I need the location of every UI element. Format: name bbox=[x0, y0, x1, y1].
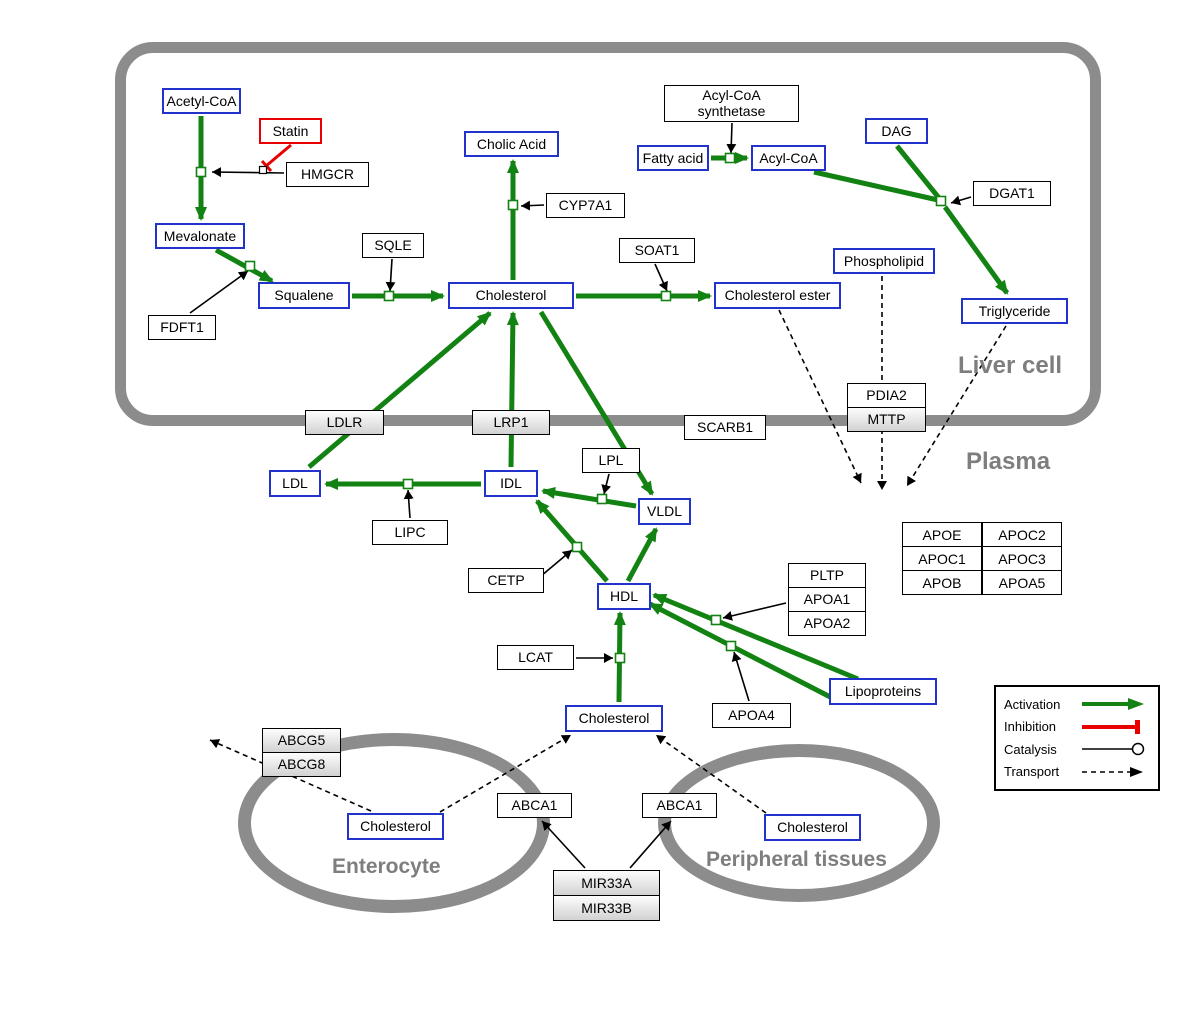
legend: Activation Inhibition Catalysis Transpor… bbox=[994, 685, 1160, 791]
catalysis-apoa4 bbox=[731, 651, 750, 702]
node-abcg8[interactable]: ABCG8 bbox=[262, 752, 341, 777]
node-apoa4[interactable]: APOA4 bbox=[712, 703, 791, 728]
node-scarb1[interactable]: SCARB1 bbox=[684, 415, 766, 440]
node-acyl-coa[interactable]: Acyl-CoA bbox=[751, 145, 826, 171]
node-ldlr[interactable]: LDLR bbox=[305, 410, 384, 435]
node-acetyl-coa[interactable]: Acetyl-CoA bbox=[162, 88, 241, 114]
node-apoc1[interactable]: APOC1 bbox=[902, 546, 982, 571]
legend-transport: Transport bbox=[1004, 762, 1150, 782]
complex-mir33a-mir33b: MIR33A MIR33B bbox=[553, 870, 660, 921]
complex-pltp-apoa1-apoa2: PLTP APOA1 APOA2 bbox=[788, 563, 866, 636]
node-apob[interactable]: APOB bbox=[902, 570, 982, 595]
legend-activation-label: Activation bbox=[1004, 696, 1061, 712]
node-cholesterol-peripheral[interactable]: Cholesterol bbox=[764, 814, 861, 841]
apolipoprotein-table: APOE APOC2 APOC1 APOC3 APOB APOA5 bbox=[902, 522, 1063, 595]
liver-cell-membrane bbox=[115, 42, 1101, 426]
complex-abcg5-abcg8: ABCG5 ABCG8 bbox=[262, 728, 341, 777]
anchor-cetp bbox=[571, 541, 583, 553]
node-pdia2[interactable]: PDIA2 bbox=[847, 383, 926, 408]
node-hmgcr[interactable]: HMGCR bbox=[286, 162, 369, 187]
node-apoc3[interactable]: APOC3 bbox=[982, 546, 1062, 571]
node-apoa2[interactable]: APOA2 bbox=[788, 611, 866, 636]
node-apoe[interactable]: APOE bbox=[902, 522, 982, 547]
node-cetp[interactable]: CETP bbox=[468, 568, 544, 593]
node-apoc2[interactable]: APOC2 bbox=[982, 522, 1062, 547]
catalysis-lpl bbox=[601, 473, 612, 495]
complex-pdia2-mttp: PDIA2 MTTP bbox=[847, 383, 926, 432]
catalysis-lipc bbox=[403, 489, 414, 519]
anchor-lcat bbox=[614, 652, 626, 664]
node-cholesterol-enterocyte[interactable]: Cholesterol bbox=[347, 813, 444, 840]
node-mevalonate[interactable]: Mevalonate bbox=[155, 223, 245, 249]
edge-hdl-vldl bbox=[625, 527, 659, 583]
node-lcat[interactable]: LCAT bbox=[497, 645, 574, 670]
anchor-lpl bbox=[596, 493, 608, 505]
node-dgat1[interactable]: DGAT1 bbox=[973, 181, 1051, 206]
enterocyte-label: Enterocyte bbox=[332, 855, 441, 878]
node-abcg5[interactable]: ABCG5 bbox=[262, 728, 341, 753]
anchor-apoa4 bbox=[725, 640, 737, 652]
node-soat1[interactable]: SOAT1 bbox=[619, 238, 695, 263]
node-apoa5[interactable]: APOA5 bbox=[982, 570, 1062, 595]
node-vldl[interactable]: VLDL bbox=[638, 498, 691, 525]
node-triglyceride[interactable]: Triglyceride bbox=[961, 298, 1068, 324]
acs-line2: synthetase bbox=[697, 102, 766, 119]
node-lpl[interactable]: LPL bbox=[582, 448, 640, 473]
plasma-label: Plasma bbox=[966, 448, 1051, 475]
node-cholesterol-plasma[interactable]: Cholesterol bbox=[565, 705, 663, 732]
legend-activation: Activation bbox=[1004, 694, 1150, 714]
legend-inhibition-label: Inhibition bbox=[1004, 719, 1057, 735]
node-mttp[interactable]: MTTP bbox=[847, 407, 926, 432]
catalysis-cetp bbox=[540, 549, 573, 577]
anchor-lipc bbox=[402, 478, 414, 490]
acs-line1: Acyl-CoA bbox=[702, 87, 761, 104]
node-abca1-peripheral[interactable]: ABCA1 bbox=[642, 793, 717, 818]
anchor-apoa-stack bbox=[710, 614, 722, 626]
node-lipc[interactable]: LIPC bbox=[372, 520, 448, 545]
catalysis-apoa-stack bbox=[722, 602, 787, 621]
legend-transport-label: Transport bbox=[1004, 764, 1060, 780]
liver-cell-label: Liver cell bbox=[958, 352, 1063, 379]
node-statin[interactable]: Statin bbox=[259, 118, 322, 144]
node-sqle[interactable]: SQLE bbox=[362, 233, 424, 258]
activation-arrow-icon bbox=[1082, 698, 1144, 710]
legend-catalysis: Catalysis bbox=[1004, 739, 1150, 759]
legend-inhibition: Inhibition bbox=[1004, 717, 1150, 737]
node-dag[interactable]: DAG bbox=[865, 118, 928, 144]
edge-cholesterolplasma-hdl bbox=[613, 611, 626, 703]
peripheral-tissues-label: Peripheral tissues bbox=[706, 848, 887, 871]
catalysis-circle-icon bbox=[1082, 743, 1145, 756]
node-hdl[interactable]: HDL bbox=[597, 583, 651, 610]
node-phospholipid[interactable]: Phospholipid bbox=[833, 248, 935, 274]
edge-hdl-idl-cetp bbox=[535, 499, 609, 583]
node-acyl-coa-synthetase[interactable]: Acyl-CoA synthetase bbox=[664, 85, 799, 122]
edge-vldl-idl bbox=[541, 486, 637, 509]
inhibition-tbar-icon bbox=[1082, 719, 1140, 734]
node-mir33b[interactable]: MIR33B bbox=[553, 895, 660, 921]
node-idl[interactable]: IDL bbox=[484, 470, 538, 497]
node-fdft1[interactable]: FDFT1 bbox=[148, 315, 216, 340]
node-apoa1[interactable]: APOA1 bbox=[788, 587, 866, 612]
node-abca1-enterocyte[interactable]: ABCA1 bbox=[497, 793, 572, 818]
node-squalene[interactable]: Squalene bbox=[258, 282, 350, 309]
node-fatty-acid[interactable]: Fatty acid bbox=[637, 145, 709, 171]
node-cholic-acid[interactable]: Cholic Acid bbox=[464, 131, 559, 157]
node-lrp1[interactable]: LRP1 bbox=[472, 410, 550, 435]
node-cholesterol-liver[interactable]: Cholesterol bbox=[448, 282, 574, 309]
node-mir33a[interactable]: MIR33A bbox=[553, 870, 660, 896]
node-cholesterol-ester[interactable]: Cholesterol ester bbox=[714, 282, 841, 309]
node-lipoproteins[interactable]: Lipoproteins bbox=[829, 678, 937, 705]
transport-dashed-arrow-icon bbox=[1082, 766, 1143, 777]
node-pltp[interactable]: PLTP bbox=[788, 563, 866, 588]
legend-catalysis-label: Catalysis bbox=[1004, 741, 1057, 757]
node-ldl[interactable]: LDL bbox=[269, 470, 321, 497]
node-cyp7a1[interactable]: CYP7A1 bbox=[546, 193, 625, 218]
